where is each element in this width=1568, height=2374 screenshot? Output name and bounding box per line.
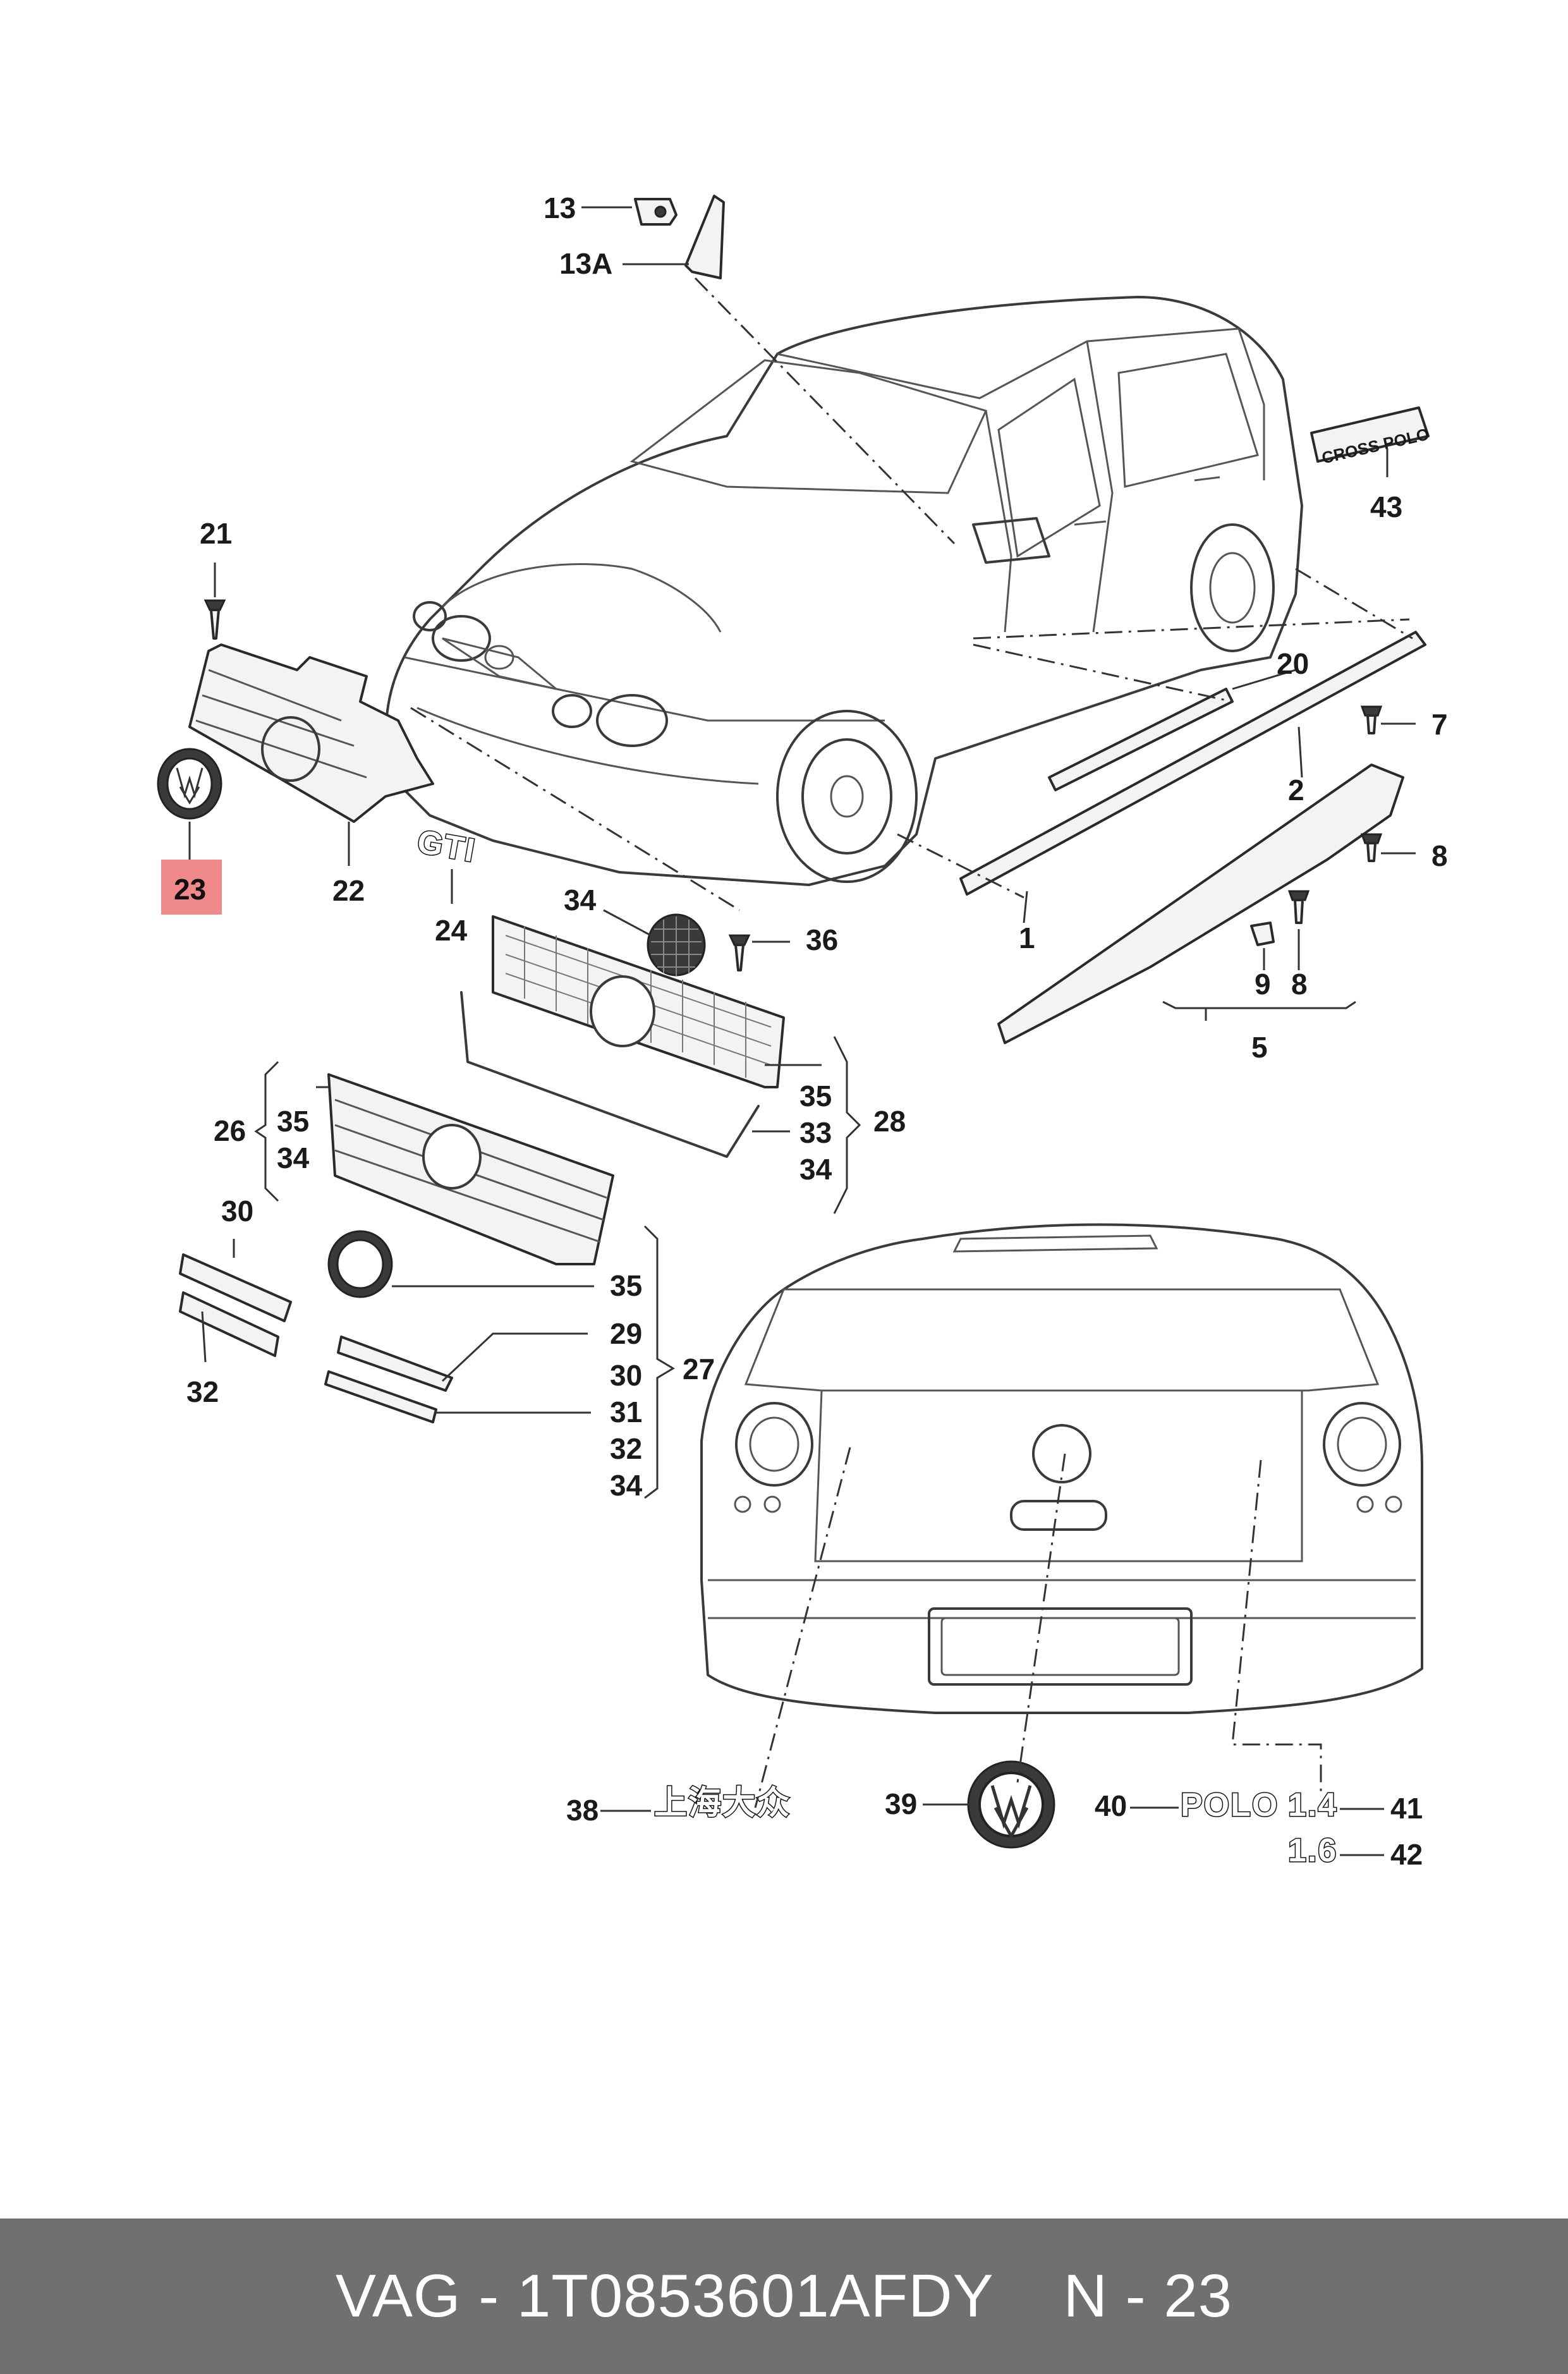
callout-35-bottom: 35 <box>610 1269 642 1302</box>
chinese-badge-text: 上海大众 <box>654 1785 791 1822</box>
callout-13A: 13A <box>559 247 612 280</box>
callout-26: 26 <box>214 1114 246 1147</box>
callout-32-right: 32 <box>610 1432 642 1465</box>
callout-9: 9 <box>1255 968 1271 1001</box>
callout-33: 33 <box>799 1116 832 1149</box>
footer-part-number: 1T0853601AFDY <box>516 2262 994 2330</box>
parts-7-8-9-clips <box>1250 705 1383 946</box>
callout-32-left: 32 <box>186 1375 219 1408</box>
part-1-2-side-moulding <box>959 631 1426 896</box>
callout-7: 7 <box>1431 708 1448 741</box>
callout-29: 29 <box>610 1317 642 1350</box>
rear-car-illustration <box>700 1223 1423 1714</box>
parts-40-41-42-badges: POLO 1.4 1.6 <box>1180 1786 1337 1870</box>
callout-34-left: 34 <box>277 1141 310 1174</box>
callout-1: 1 <box>1019 922 1035 954</box>
callout-30-left: 30 <box>221 1195 253 1227</box>
callout-labels: 13 13A 43 21 20 7 2 8 23 22 24 34 36 1 9… <box>174 192 1448 1871</box>
part-36-screw <box>728 934 751 971</box>
callout-39: 39 <box>885 1787 917 1820</box>
badge-1-4-text: 1.4 <box>1288 1787 1337 1823</box>
callout-8-top: 8 <box>1431 839 1448 872</box>
part-28-honeycomb-grille <box>460 915 785 1158</box>
callout-23: 23 <box>174 873 206 906</box>
footer-ref-dash: - <box>1125 2262 1146 2330</box>
callout-34-right: 34 <box>799 1153 832 1186</box>
part-13A-mirror-trim <box>684 195 725 279</box>
callout-34-bottom: 34 <box>610 1469 643 1502</box>
callout-2: 2 <box>1288 774 1304 807</box>
part-38-chinese-badge: 上海大众 <box>653 1784 791 1823</box>
callout-31: 31 <box>610 1396 642 1428</box>
footer-ref-number: 23 <box>1164 2262 1233 2330</box>
callout-5: 5 <box>1251 1031 1268 1064</box>
footer-brand: VAG <box>335 2262 461 2330</box>
callout-22: 22 <box>332 874 365 907</box>
part-39-rear-vw-emblem <box>967 1760 1055 1849</box>
badge-1-6-text: 1.6 <box>1288 1832 1337 1869</box>
part-21-screw <box>204 599 226 640</box>
leader-lines <box>188 206 1416 1856</box>
callout-36: 36 <box>806 923 838 956</box>
part-43-cross-polo-badge: CROSS POLO <box>1310 406 1431 468</box>
callout-38: 38 <box>566 1794 599 1827</box>
footer-ref-prefix: N <box>1063 2262 1108 2330</box>
callout-21: 21 <box>200 517 232 550</box>
front-car-illustration <box>384 296 1303 886</box>
part-20-sill-trim <box>1048 688 1234 791</box>
callout-27: 27 <box>683 1353 715 1385</box>
callout-13: 13 <box>544 192 576 224</box>
callout-34-top: 34 <box>564 884 597 916</box>
part-22-grille-frame <box>188 643 434 823</box>
callout-28: 28 <box>873 1105 906 1138</box>
part-34-mesh-cap <box>647 913 706 977</box>
part-13-clip <box>634 198 678 226</box>
footer-dash: - <box>478 2262 500 2330</box>
callout-41: 41 <box>1390 1792 1423 1825</box>
callout-30-right: 30 <box>610 1359 642 1392</box>
callout-8-bottom: 8 <box>1291 968 1308 1001</box>
callout-35-right: 35 <box>799 1080 832 1112</box>
callout-20: 20 <box>1277 647 1309 680</box>
parts-diagram: CROSS POLO GTI <box>157 192 1448 1871</box>
part-30-32-trim-strips <box>179 1253 453 1423</box>
polo-badge-text: POLO <box>1181 1787 1279 1823</box>
part-23-vw-emblem <box>157 748 222 820</box>
part-35-vw-emblem <box>327 1230 393 1298</box>
part-5-side-skirt <box>997 764 1404 1044</box>
callout-42: 42 <box>1390 1838 1423 1871</box>
part-26-slat-grille <box>327 1073 614 1265</box>
highlight-box <box>161 860 222 915</box>
callout-40: 40 <box>1095 1789 1127 1822</box>
callout-43: 43 <box>1370 490 1402 523</box>
callout-24: 24 <box>435 914 468 947</box>
footer-bar: VAG - 1T0853601AFDY N - 23 <box>0 2219 1568 2374</box>
callout-35-left: 35 <box>277 1105 309 1138</box>
